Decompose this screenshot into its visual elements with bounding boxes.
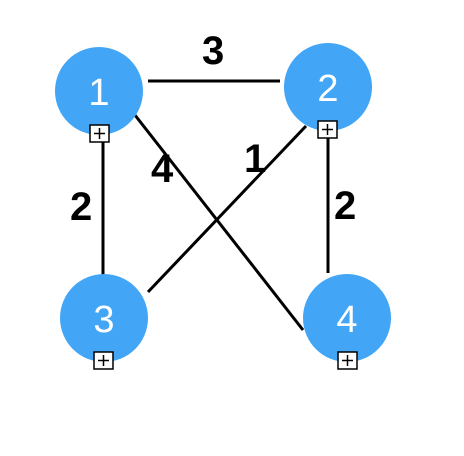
- edge-weight-1-4: 4: [151, 147, 174, 191]
- node-4-expand-icon[interactable]: [337, 351, 358, 370]
- expand-toggles-layer: [89, 120, 358, 370]
- node-3-label: 3: [93, 299, 114, 341]
- edge-weight-2-4: 2: [334, 184, 356, 228]
- node-3-expand-icon[interactable]: [93, 351, 114, 370]
- edge-weights-layer: 3 2 4 1 2: [70, 29, 356, 229]
- graph-node-4[interactable]: 4: [303, 274, 391, 362]
- graph-node-1[interactable]: 1: [55, 47, 143, 135]
- node-4-label: 4: [336, 299, 357, 341]
- node-2-expand-icon[interactable]: [317, 120, 338, 139]
- node-1-label: 1: [88, 72, 109, 114]
- edge-weight-1-3: 2: [70, 185, 92, 229]
- graph-node-2[interactable]: 2: [284, 43, 372, 131]
- node-2-label: 2: [317, 68, 338, 110]
- node-2-circle: [284, 43, 372, 131]
- edge-weight-1-2: 3: [202, 29, 224, 73]
- edge-weight-2-3: 1: [244, 137, 266, 181]
- node-3-circle: [60, 274, 148, 362]
- nodes-layer: 1 2 3 4: [55, 43, 391, 362]
- node-1-circle: [55, 47, 143, 135]
- node-4-circle: [303, 274, 391, 362]
- node-1-expand-icon[interactable]: [89, 124, 110, 143]
- edge-2-3: [146, 124, 308, 294]
- graph-node-3[interactable]: 3: [60, 274, 148, 362]
